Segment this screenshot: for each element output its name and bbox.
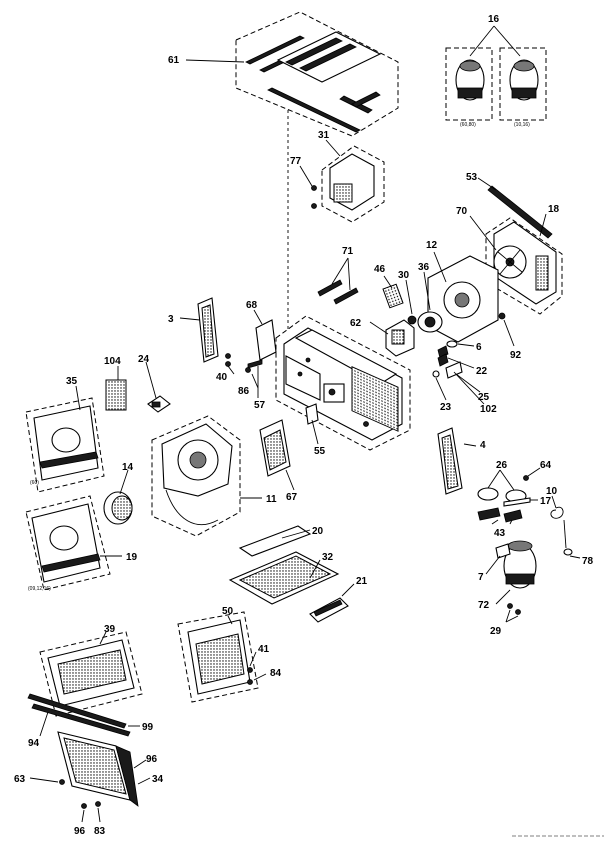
label-35: 35 [66,376,78,387]
note-compressor-left: (60,80) [460,122,476,128]
label-50: 50 [222,606,234,617]
label-96-lower: 96 [74,826,86,837]
label-77: 77 [290,156,302,167]
label-12: 12 [426,240,438,251]
label-63: 63 [14,774,26,785]
parts-small-hardware-right [432,312,515,405]
label-26: 26 [496,460,508,471]
label-31: 31 [318,130,330,141]
label-39: 39 [104,624,116,635]
part-12-shroud-and-motor [369,251,499,357]
part-71-strips [317,257,359,305]
part-14-blower-wheel [103,469,133,525]
label-57: 57 [254,400,266,411]
label-36: 36 [418,262,430,273]
label-72: 72 [478,600,490,611]
label-14: 14 [122,462,134,473]
label-6: 6 [476,342,482,353]
label-19: 19 [126,552,138,563]
label-64-upper: 64 [540,460,552,471]
label-10: 10 [546,486,558,497]
label-29: 29 [490,626,502,637]
label-83: 83 [94,826,106,837]
label-104: 104 [104,356,121,367]
label-7: 7 [478,572,484,583]
label-94: 94 [28,738,40,749]
part-35-front-frame [25,385,105,493]
part-34-coil [29,731,151,823]
label-86: 86 [238,386,250,397]
parts-compressor-assembly [477,467,581,623]
label-43: 43 [494,528,506,539]
part-chassis [275,315,411,451]
label-46: 46 [374,264,386,275]
label-71: 71 [342,246,354,257]
part-number-labels: 61 16 31 77 53 18 70 71 12 46 30 36 3 68… [14,14,594,837]
part-39-evaporator [27,631,143,737]
label-17: 17 [540,496,552,507]
label-34: 34 [152,774,164,785]
part-4-bracket [437,427,477,495]
label-78: 78 [582,556,594,567]
note-compressor-right: (10,16) [514,122,530,128]
label-99: 99 [142,722,154,733]
label-32: 32 [322,552,334,563]
label-53: 53 [466,172,478,183]
label-61: 61 [168,55,180,66]
label-3: 3 [168,314,174,325]
parts-left-bracket-hardware [179,297,277,398]
label-84: 84 [270,668,282,679]
label-21: 21 [356,576,368,587]
label-11: 11 [266,494,277,505]
label-70: 70 [456,206,468,217]
label-18: 18 [548,204,560,215]
part-61-top-rails [185,11,399,330]
part-11-scroll-housing [151,415,262,537]
label-24: 24 [138,354,150,365]
part-19-front-frame [25,495,122,591]
label-16: 16 [488,14,500,25]
label-41: 41 [258,644,270,655]
label-62: 62 [350,318,362,329]
label-20: 20 [312,526,324,537]
label-25: 25 [478,392,490,403]
part-31-bracket [299,139,385,223]
parts-base-pan [228,525,355,623]
label-102: 102 [480,404,497,415]
label-96-upper: 96 [146,754,158,765]
part-16-compressors [445,25,547,121]
part-67-panel [259,419,295,491]
label-55: 55 [314,446,326,457]
part-50-frame [177,611,267,703]
label-30: 30 [398,270,410,281]
label-22: 22 [476,366,488,377]
label-68: 68 [246,300,258,311]
label-67: 67 [286,492,298,503]
label-23: 23 [440,402,452,413]
label-4: 4 [480,440,486,451]
label-40: 40 [216,372,228,383]
parts-104-24-labels [105,361,171,413]
label-92: 92 [510,350,522,361]
note-grille-upper: (60) [30,480,39,486]
variant-notes: (60,80) (10,16) (60) (09,12,16) [28,122,530,592]
note-grille-lower: (09,12,16) [28,586,51,592]
